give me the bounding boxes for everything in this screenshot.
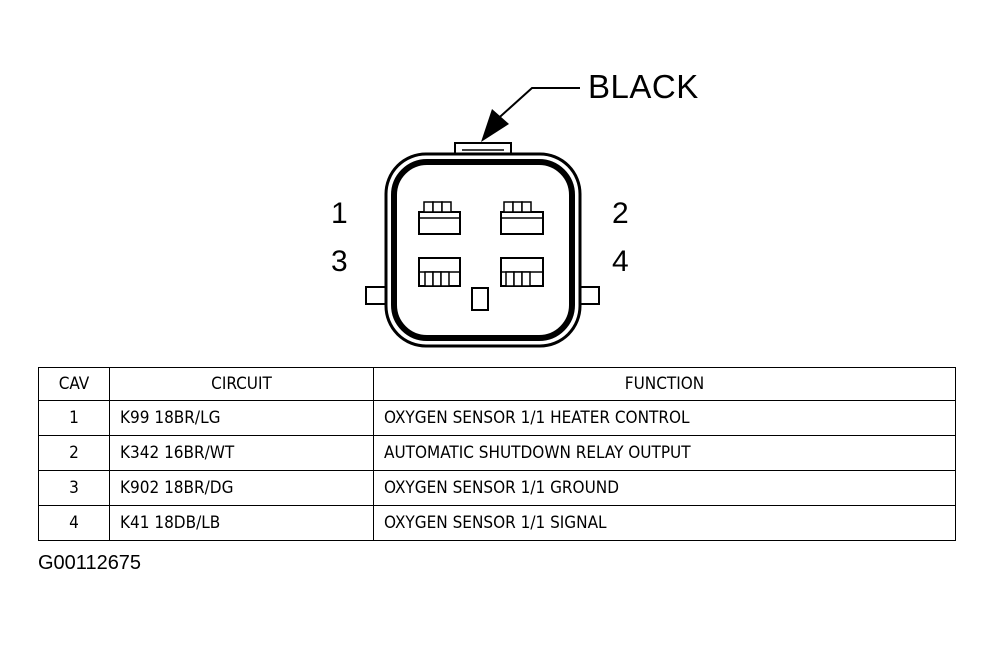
connector-body-inner bbox=[391, 159, 575, 341]
key-slot bbox=[471, 287, 489, 311]
table-header-row: CAV CIRCUIT FUNCTION bbox=[38, 367, 956, 401]
cell-function: OXYGEN SENSOR 1/1 SIGNAL bbox=[373, 505, 956, 541]
table-row: 3 K902 18BR/DG OXYGEN SENSOR 1/1 GROUND bbox=[38, 470, 956, 506]
cavity-3 bbox=[418, 257, 461, 287]
cell-cav: 4 bbox=[38, 505, 110, 541]
cell-function: OXYGEN SENSOR 1/1 HEATER CONTROL bbox=[373, 400, 956, 436]
cell-circuit: K902 18BR/DG bbox=[109, 470, 374, 506]
cell-function: OXYGEN SENSOR 1/1 GROUND bbox=[373, 470, 956, 506]
cell-cav: 2 bbox=[38, 435, 110, 471]
cell-function: AUTOMATIC SHUTDOWN RELAY OUTPUT bbox=[373, 435, 956, 471]
table-row: 2 K342 16BR/WT AUTOMATIC SHUTDOWN RELAY … bbox=[38, 435, 956, 471]
connector-body-outer bbox=[384, 152, 582, 348]
cavity-4 bbox=[500, 257, 544, 287]
header-circuit: CIRCUIT bbox=[109, 367, 374, 401]
cavity-1 bbox=[418, 201, 461, 235]
table-row: 4 K41 18DB/LB OXYGEN SENSOR 1/1 SIGNAL bbox=[38, 505, 956, 541]
header-cav: CAV bbox=[38, 367, 110, 401]
callout-leader-line bbox=[491, 87, 580, 125]
cell-circuit: K342 16BR/WT bbox=[109, 435, 374, 471]
pinout-table: CAV CIRCUIT FUNCTION 1 K99 18BR/LG OXYGE… bbox=[38, 367, 956, 541]
cell-cav: 1 bbox=[38, 400, 110, 436]
cavity-label-2: 2 bbox=[612, 197, 629, 230]
connector-diagram bbox=[365, 87, 600, 348]
table-row: 1 K99 18BR/LG OXYGEN SENSOR 1/1 HEATER C… bbox=[38, 400, 956, 436]
callout-arrowhead bbox=[481, 109, 509, 142]
header-function: FUNCTION bbox=[373, 367, 956, 401]
cell-circuit: K99 18BR/LG bbox=[109, 400, 374, 436]
cavity-label-1: 1 bbox=[331, 197, 348, 230]
cell-circuit: K41 18DB/LB bbox=[109, 505, 374, 541]
cavity-2 bbox=[500, 201, 544, 235]
cavity-label-3: 3 bbox=[331, 245, 348, 278]
cell-cav: 3 bbox=[38, 470, 110, 506]
figure-id: G00112675 bbox=[38, 552, 142, 574]
color-callout-label: BLACK bbox=[588, 68, 699, 105]
cavity-label-4: 4 bbox=[612, 245, 629, 278]
